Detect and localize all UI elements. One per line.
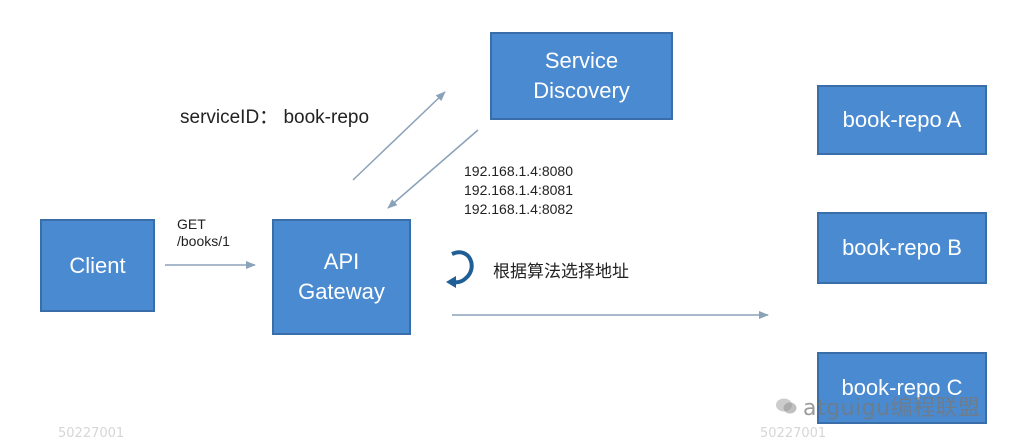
discovery-label-line2: Discovery	[533, 78, 630, 103]
repo-a-label: book-repo A	[842, 107, 962, 132]
watermark-brand-text: atguigu编程联盟	[803, 396, 981, 421]
book-repo-c-node: book-repo C	[817, 352, 987, 424]
client-label: Client	[69, 252, 126, 278]
address-line-3: 192.168.1.4:8082	[464, 201, 573, 217]
repo-b-label: book-repo B	[842, 235, 962, 260]
api-gateway-node: API Gateway	[272, 219, 411, 335]
watermark-faint-right: 50227001	[760, 426, 827, 441]
request-method-label: GET	[177, 216, 206, 232]
repo-c-label: book-repo C	[841, 375, 963, 400]
wechat-logo-icon	[775, 397, 797, 415]
refresh-icon	[446, 250, 474, 288]
algorithm-note-label: 根据算法选择地址	[493, 262, 629, 282]
arrow-gateway-to-discovery	[352, 91, 446, 181]
request-path-label: /books/1	[177, 233, 230, 249]
book-repo-b-node: book-repo B	[817, 212, 987, 284]
book-repo-a-node: book-repo A	[817, 85, 987, 155]
service-discovery-node: Service Discovery	[490, 32, 673, 120]
service-id-label: serviceID： book-repo	[180, 107, 370, 128]
discovery-label-line1: Service	[544, 48, 619, 73]
watermark-faint-left: 50227001	[58, 426, 125, 441]
gateway-label-line2: Gateway	[298, 279, 385, 304]
watermark-brand: atguigu编程联盟	[775, 390, 981, 422]
gateway-label-line1: API	[323, 249, 360, 274]
address-line-2: 192.168.1.4:8081	[464, 182, 573, 198]
client-node: Client	[40, 219, 155, 312]
arrow-discovery-to-gateway	[387, 129, 479, 209]
address-line-1: 192.168.1.4:8080	[464, 163, 573, 179]
